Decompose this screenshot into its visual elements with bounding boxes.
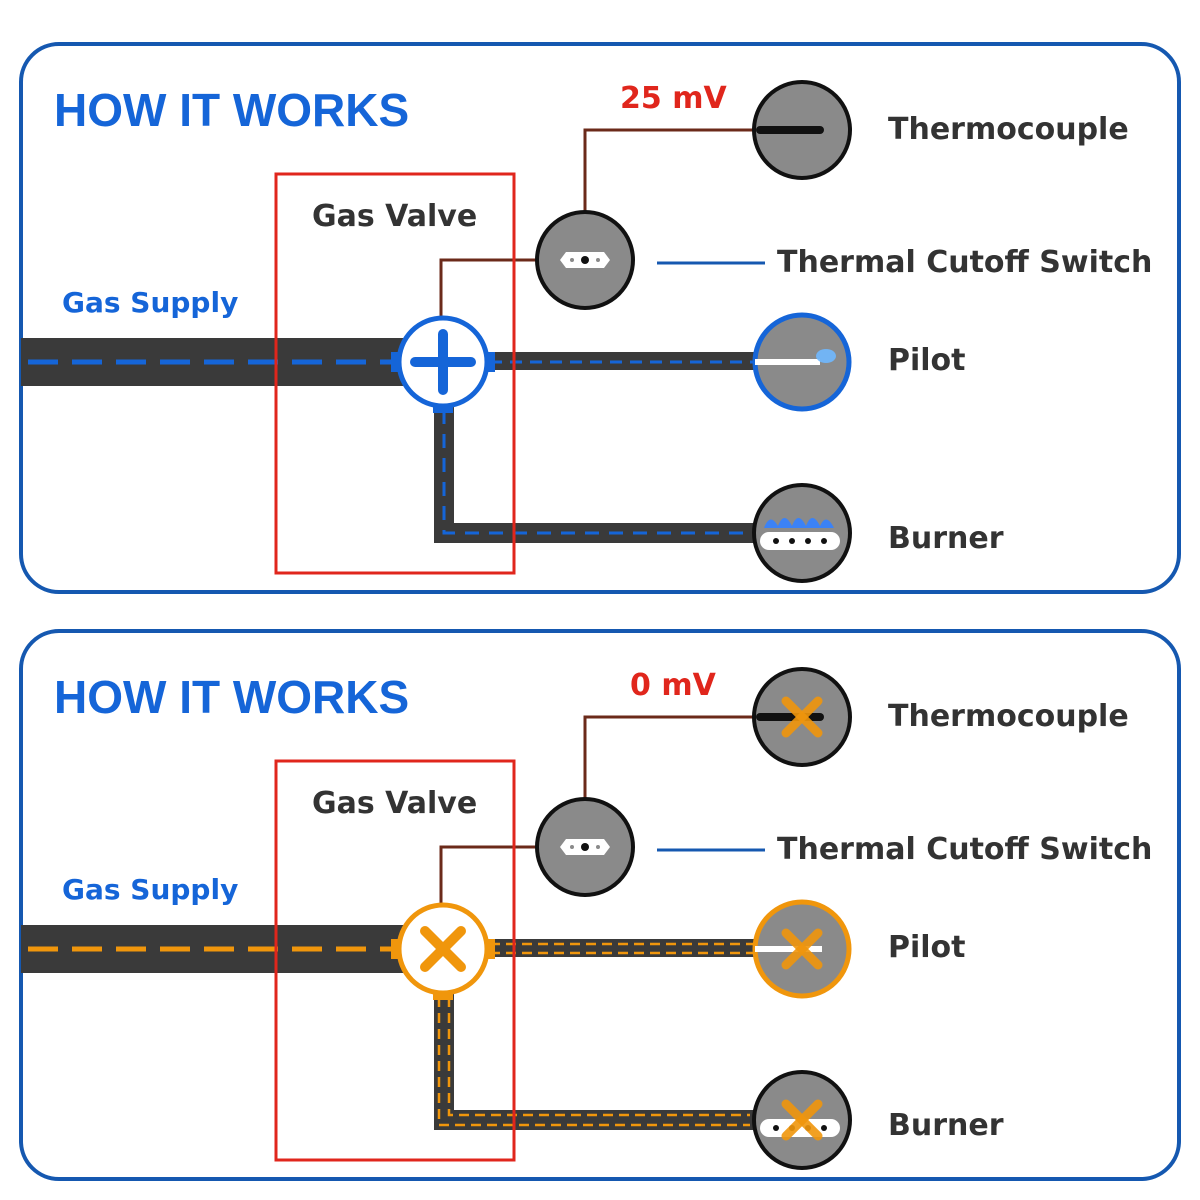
thermocouple-wire [583,128,760,218]
pilot-pipe [480,939,760,957]
thermocouple-label: Thermocouple [888,699,1129,734]
gas-valve-label: Gas Valve [312,199,477,234]
switch-icon [560,252,610,268]
gas-supply-label: Gas Supply [62,873,238,906]
burner-bar [760,532,840,550]
pilot-label: Pilot [888,343,966,378]
gas-valve-label: Gas Valve [312,786,477,821]
valve-tab-right [487,352,495,372]
burner-label: Burner [888,521,1004,556]
gas-valve-box [274,759,516,1162]
switch-icon [560,839,610,855]
burner-flames-icon [764,518,834,528]
gas-valve-box [274,172,516,575]
thermocouple-wire [583,715,760,805]
pilot-label: Pilot [888,930,966,965]
burner-ports [773,538,827,544]
plus-icon [410,329,476,395]
burner-gas-flow-line [442,410,750,535]
gas-supply-label: Gas Supply [62,286,238,319]
valve-tab-right [487,939,495,959]
burner-gas-flow-line-inner [447,997,750,1117]
switch-wire [439,258,545,322]
x-icon [781,696,823,738]
burner-gas-flow-line-outer [437,997,750,1127]
x-icon [420,926,466,972]
voltage-reading: 0 mV [630,668,717,703]
x-icon [781,1099,823,1141]
pilot-flame-icon [816,349,836,363]
panel-off: HOW IT WORKS Gas Valve Gas Supply 0 mV [19,629,1181,1181]
x-icon [781,928,823,970]
thermocouple-label: Thermocouple [888,112,1129,147]
valve-tab-left [391,352,399,372]
thermal-cutoff-switch-label: Thermal Cutoff Switch [777,832,1152,867]
panel-title: HOW IT WORKS [54,671,409,723]
valve-tab-bottom [433,992,453,1000]
panel-frame [19,629,1181,1181]
thermal-cutoff-switch-label: Thermal Cutoff Switch [777,245,1152,280]
panel-on: HOW IT WORKS Gas Valve Gas Supply 25 mV [19,42,1181,594]
valve-tab-bottom [433,405,453,413]
valve-tab-left [391,939,399,959]
burner-label: Burner [888,1108,1004,1143]
burner-pipe [434,987,760,1130]
panel-frame [19,42,1181,594]
panel-title: HOW IT WORKS [54,84,409,136]
switch-wire [439,845,545,909]
voltage-reading: 25 mV [620,81,727,116]
